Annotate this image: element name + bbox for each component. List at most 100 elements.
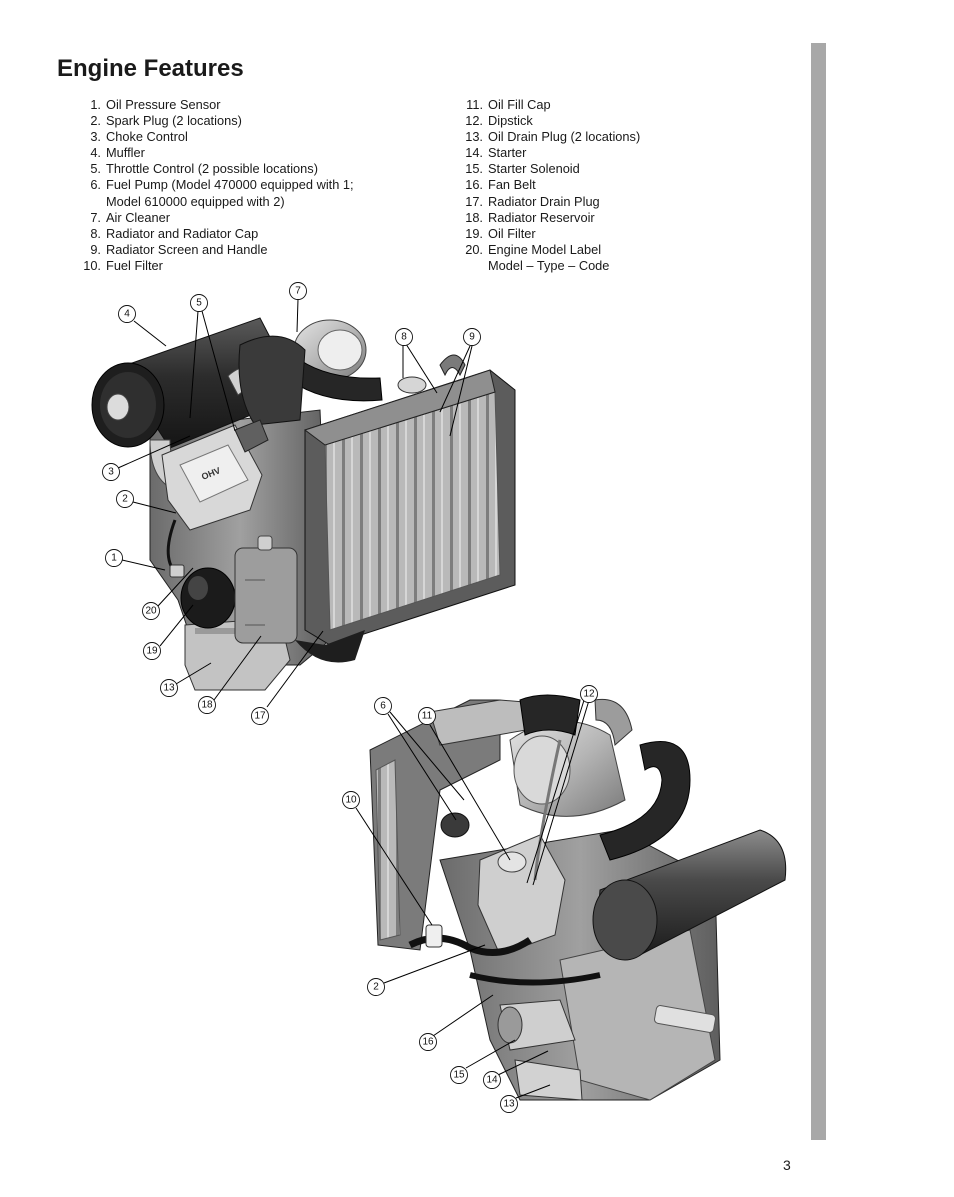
- callout-marker: 3: [102, 463, 120, 481]
- intake-hose-shape: [289, 359, 383, 402]
- oil-fill-cap-shape: [497, 851, 527, 873]
- item-number: 12.: [465, 113, 483, 129]
- callout-marker: 6: [374, 697, 392, 715]
- item-label: Oil Filter: [488, 225, 536, 241]
- item-number: 3.: [90, 129, 101, 145]
- list-item: 1.Oil Pressure Sensor: [76, 97, 406, 113]
- list-item: 11.Oil Fill Cap: [458, 97, 758, 113]
- callout-number: 6: [380, 701, 386, 712]
- radiator-reservoir-shape: [234, 547, 298, 644]
- muffler-outlet-shape: [106, 393, 130, 421]
- leader-line: [497, 1050, 549, 1076]
- item-number: 16.: [465, 177, 483, 193]
- list-item: 10. Fuel Filter: [76, 258, 406, 274]
- intake-hose-shape: [599, 741, 691, 861]
- air-cleaner-cap: [317, 329, 363, 371]
- callout-number: 19: [146, 646, 158, 657]
- leader-line: [121, 559, 166, 571]
- leader-line: [266, 630, 324, 708]
- valve-cover-face: [179, 444, 249, 503]
- item-number: 19.: [465, 225, 483, 241]
- item-number: 6.: [90, 177, 101, 193]
- callout-marker: 14: [483, 1071, 501, 1089]
- callout-marker: 11: [418, 707, 436, 725]
- callout-number: 13: [163, 683, 175, 694]
- fuel-filter-shape: [425, 924, 443, 948]
- callout-number: 8: [401, 332, 407, 343]
- leader-line: [465, 1039, 516, 1069]
- dipstick-tube-shape: [533, 739, 562, 881]
- side-bar: [811, 43, 826, 1140]
- leader-lines-bottom: [355, 696, 591, 1099]
- leader-line: [383, 944, 486, 984]
- belt-shape: [469, 972, 601, 986]
- callout-marker: 12: [580, 685, 598, 703]
- callout-number: 14: [486, 1075, 498, 1086]
- item-label: Air Cleaner: [106, 209, 171, 225]
- list-item: 6. Fuel Pump (Model 470000 equipped with …: [76, 177, 406, 209]
- callout-marker: 4: [118, 305, 136, 323]
- output-shaft-shape: [654, 1005, 716, 1033]
- callout-number: 2: [373, 982, 379, 993]
- intake-elbow-shape: [594, 698, 633, 747]
- list-item: 16.Fan Belt: [458, 177, 758, 193]
- radiator-side-fins: [375, 759, 401, 941]
- item-label-continued: Model 610000 equipped with 2): [106, 193, 285, 209]
- leader-line: [201, 310, 236, 432]
- oil-drain-base-shape: [514, 1059, 583, 1101]
- list-item: 18.Radiator Reservoir: [458, 210, 758, 226]
- engine-illustration-top: OHV: [91, 317, 516, 691]
- callout-number: 16: [422, 1037, 434, 1048]
- starter-solenoid-shape: [497, 1006, 523, 1044]
- item-number: 10.: [83, 257, 101, 273]
- leader-line: [515, 1084, 551, 1099]
- callout-marker: 18: [198, 696, 216, 714]
- item-number: 20.: [465, 241, 483, 257]
- cylinder-shroud-shape: [238, 335, 306, 426]
- item-label: Radiator Screen and Handle: [106, 241, 268, 257]
- callout-marker: 13: [160, 679, 178, 697]
- item-label: Spark Plug (2 locations): [106, 113, 242, 129]
- callout-marker: 2: [367, 978, 385, 996]
- callout-marker: 19: [143, 642, 161, 660]
- item-label: Oil Drain Plug (2 locations): [488, 129, 641, 145]
- list-item: 8.Radiator and Radiator Cap: [76, 226, 406, 242]
- page-title: Engine Features: [57, 55, 244, 82]
- callout-marker: 5: [190, 294, 208, 312]
- item-label: Starter Solenoid: [488, 161, 580, 177]
- item-number: 15.: [465, 161, 483, 177]
- item-label: Throttle Control (2 possible locations): [106, 161, 318, 177]
- callout-number: 17: [254, 711, 266, 722]
- callout-marker: 9: [463, 328, 481, 346]
- leader-line: [387, 713, 457, 821]
- list-item: 9. Radiator Screen and Handle: [76, 242, 406, 258]
- leader-line: [133, 320, 167, 347]
- item-label: Radiator Drain Plug: [488, 193, 600, 209]
- item-label: Fuel Pump (Model 470000 equipped with 1;: [106, 177, 354, 193]
- callout-number: 18: [201, 700, 213, 711]
- leader-line: [189, 310, 199, 419]
- item-number: 4.: [90, 145, 101, 161]
- list-item: 14.Starter: [458, 145, 758, 161]
- callout-marker: 13: [500, 1095, 518, 1113]
- item-label: Oil Fill Cap: [488, 97, 551, 112]
- callout-marker: 20: [142, 602, 160, 620]
- callout-marker: 7: [289, 282, 307, 300]
- leader-line: [296, 298, 299, 333]
- page-number: 3: [783, 1157, 791, 1173]
- leader-line: [157, 567, 194, 607]
- item-label: Muffler: [106, 145, 145, 161]
- leader-line: [432, 994, 494, 1037]
- list-item: 2.Spark Plug (2 locations): [76, 113, 406, 129]
- item-label: Engine Model Label: [488, 241, 602, 257]
- item-label: Dipstick: [488, 113, 533, 129]
- callout-number: 9: [469, 332, 475, 343]
- item-number: 17.: [465, 193, 483, 209]
- callout-number: 11: [422, 711, 433, 722]
- muffler-end-shape: [592, 879, 658, 961]
- item-label: Fuel Filter: [106, 257, 163, 273]
- callout-number: 2: [122, 494, 128, 505]
- list-item: 5.Throttle Control (2 possible locations…: [76, 161, 406, 177]
- item-number: 9.: [90, 241, 101, 257]
